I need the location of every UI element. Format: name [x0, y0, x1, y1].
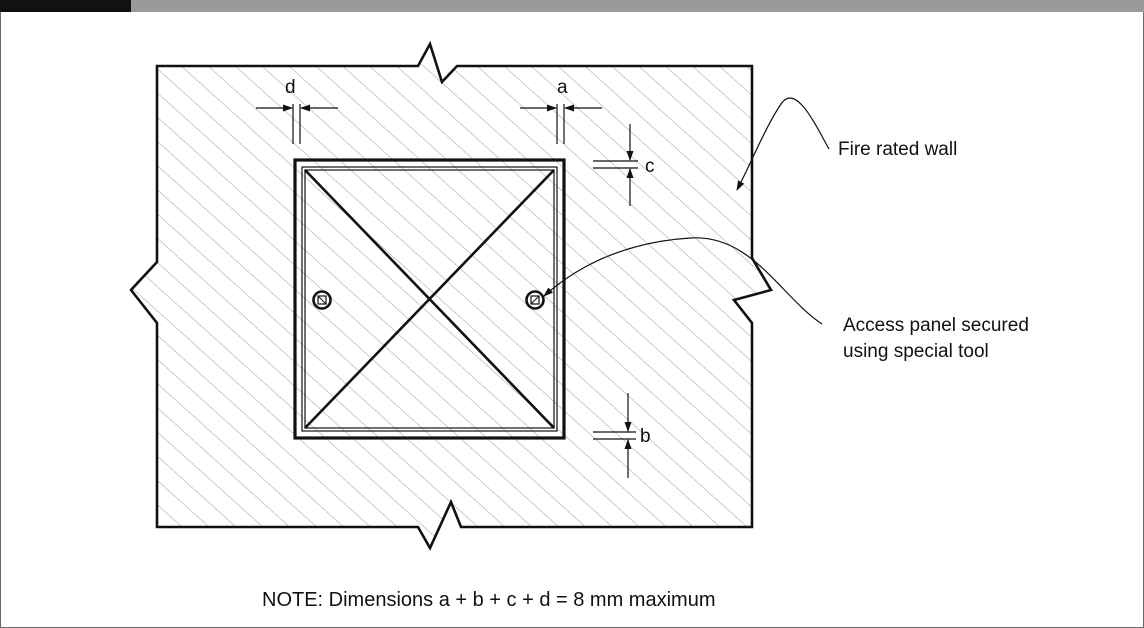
wall-leader-line — [736, 97, 830, 191]
dimension-d — [256, 104, 338, 144]
dimension-d-label: d — [285, 77, 296, 98]
panel-outer-frame — [293, 158, 566, 440]
dimension-note: NOTE: Dimensions a + b + c + d = 8 mm ma… — [262, 589, 715, 611]
header-bar — [0, 0, 1144, 12]
dimension-a — [520, 104, 602, 144]
panel-door — [304, 169, 555, 429]
panel-inner-frame — [301, 166, 558, 432]
fire-rated-wall-label: Fire rated wall — [838, 139, 957, 160]
dimension-a-label: a — [557, 77, 568, 98]
dimension-b-label: b — [640, 426, 651, 447]
fastener-right-icon — [525, 290, 545, 310]
dimension-c-label: c — [645, 156, 655, 177]
fastener-left-icon — [312, 290, 332, 310]
dimension-b — [593, 393, 636, 478]
panel-leader-line — [543, 237, 823, 325]
access-panel-label-line1: Access panel secured — [843, 315, 1029, 336]
header-tab — [0, 0, 131, 12]
panel-diagonal-2 — [304, 169, 555, 429]
access-panel-label-line2: using special tool — [843, 341, 989, 362]
fire-rated-wall — [129, 40, 773, 551]
dimension-c — [593, 124, 638, 206]
